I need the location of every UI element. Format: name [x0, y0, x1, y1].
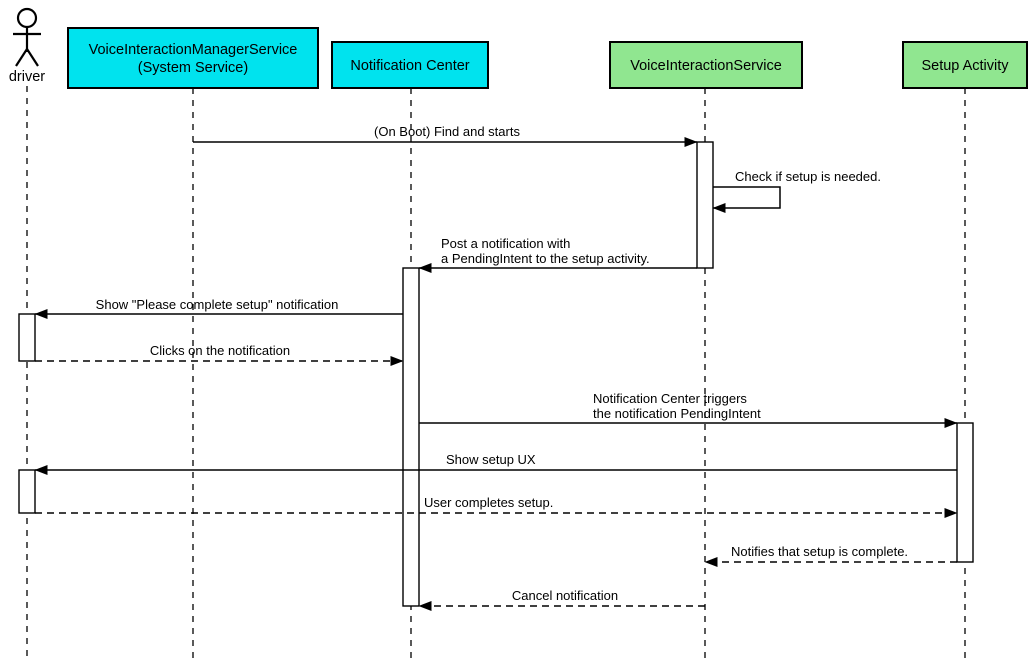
message-label: (On Boot) Find and starts: [374, 124, 520, 139]
message-triggers-pendingintent: Notification Center triggers the notific…: [419, 391, 958, 428]
message-check-if-setup-is-needed: Check if setup is needed.: [712, 169, 881, 213]
participant-label: Setup Activity: [921, 58, 1009, 74]
activation-setup-activity: [956, 422, 974, 563]
participant-setup-activity: Setup Activity: [902, 41, 1028, 89]
participant-voice-interaction-service: VoiceInteractionService: [609, 41, 803, 89]
message-notifies-setup-complete: Notifies that setup is complete.: [704, 544, 957, 567]
actor-head-icon: [16, 7, 38, 29]
participant-box-voice-interaction-manager-service: [67, 27, 319, 89]
activation-driver-2: [18, 469, 36, 514]
message-label: Show "Please complete setup" notificatio…: [96, 297, 339, 312]
participant-label-line1: VoiceInteractionManagerService: [89, 42, 298, 58]
message-label: User completes setup.: [424, 495, 553, 510]
message-label: Cancel notification: [512, 588, 618, 603]
message-user-completes-setup: User completes setup.: [35, 495, 958, 518]
message-label-line1: Notification Center triggers: [593, 391, 747, 406]
message-label-line2: a PendingIntent to the setup activity.: [441, 251, 650, 266]
participant-voice-interaction-manager-service: VoiceInteractionManagerService (System S…: [67, 27, 319, 89]
message-on-boot-find-and-starts: (On Boot) Find and starts: [193, 124, 698, 147]
message-show-setup-notification: Show "Please complete setup" notificatio…: [34, 297, 403, 319]
activation-driver-1: [18, 313, 36, 362]
message-cancel-notification: Cancel notification: [418, 588, 705, 611]
participant-box-setup-activity: [902, 41, 1028, 89]
actor-left-leg-icon: [15, 48, 28, 67]
message-label-line1: Post a notification with: [441, 236, 570, 251]
message-label: Show setup UX: [446, 452, 536, 467]
message-post-notification: Post a notification with a PendingIntent…: [418, 236, 697, 273]
message-show-setup-ux: Show setup UX: [34, 452, 957, 475]
activation-voice-interaction-service: [696, 141, 714, 269]
message-label: Clicks on the notification: [150, 343, 290, 358]
activation-notification-center: [402, 267, 420, 607]
message-label: Notifies that setup is complete.: [731, 544, 908, 559]
actor-driver: driver: [9, 7, 45, 85]
participant-label-line2: (System Service): [138, 60, 248, 76]
actor-right-leg-icon: [26, 48, 39, 67]
message-self-arrow: [712, 186, 781, 213]
participant-box-notification-center: [331, 41, 489, 89]
participant-label: VoiceInteractionService: [630, 58, 782, 74]
participant-label: Notification Center: [350, 58, 469, 74]
message-label: Check if setup is needed.: [735, 169, 881, 184]
actor-label: driver: [9, 69, 45, 85]
participant-notification-center: Notification Center: [331, 41, 489, 89]
participant-box-voice-interaction-service: [609, 41, 803, 89]
message-clicks-on-notification: Clicks on the notification: [35, 343, 404, 366]
message-label-line2: the notification PendingIntent: [593, 406, 761, 421]
